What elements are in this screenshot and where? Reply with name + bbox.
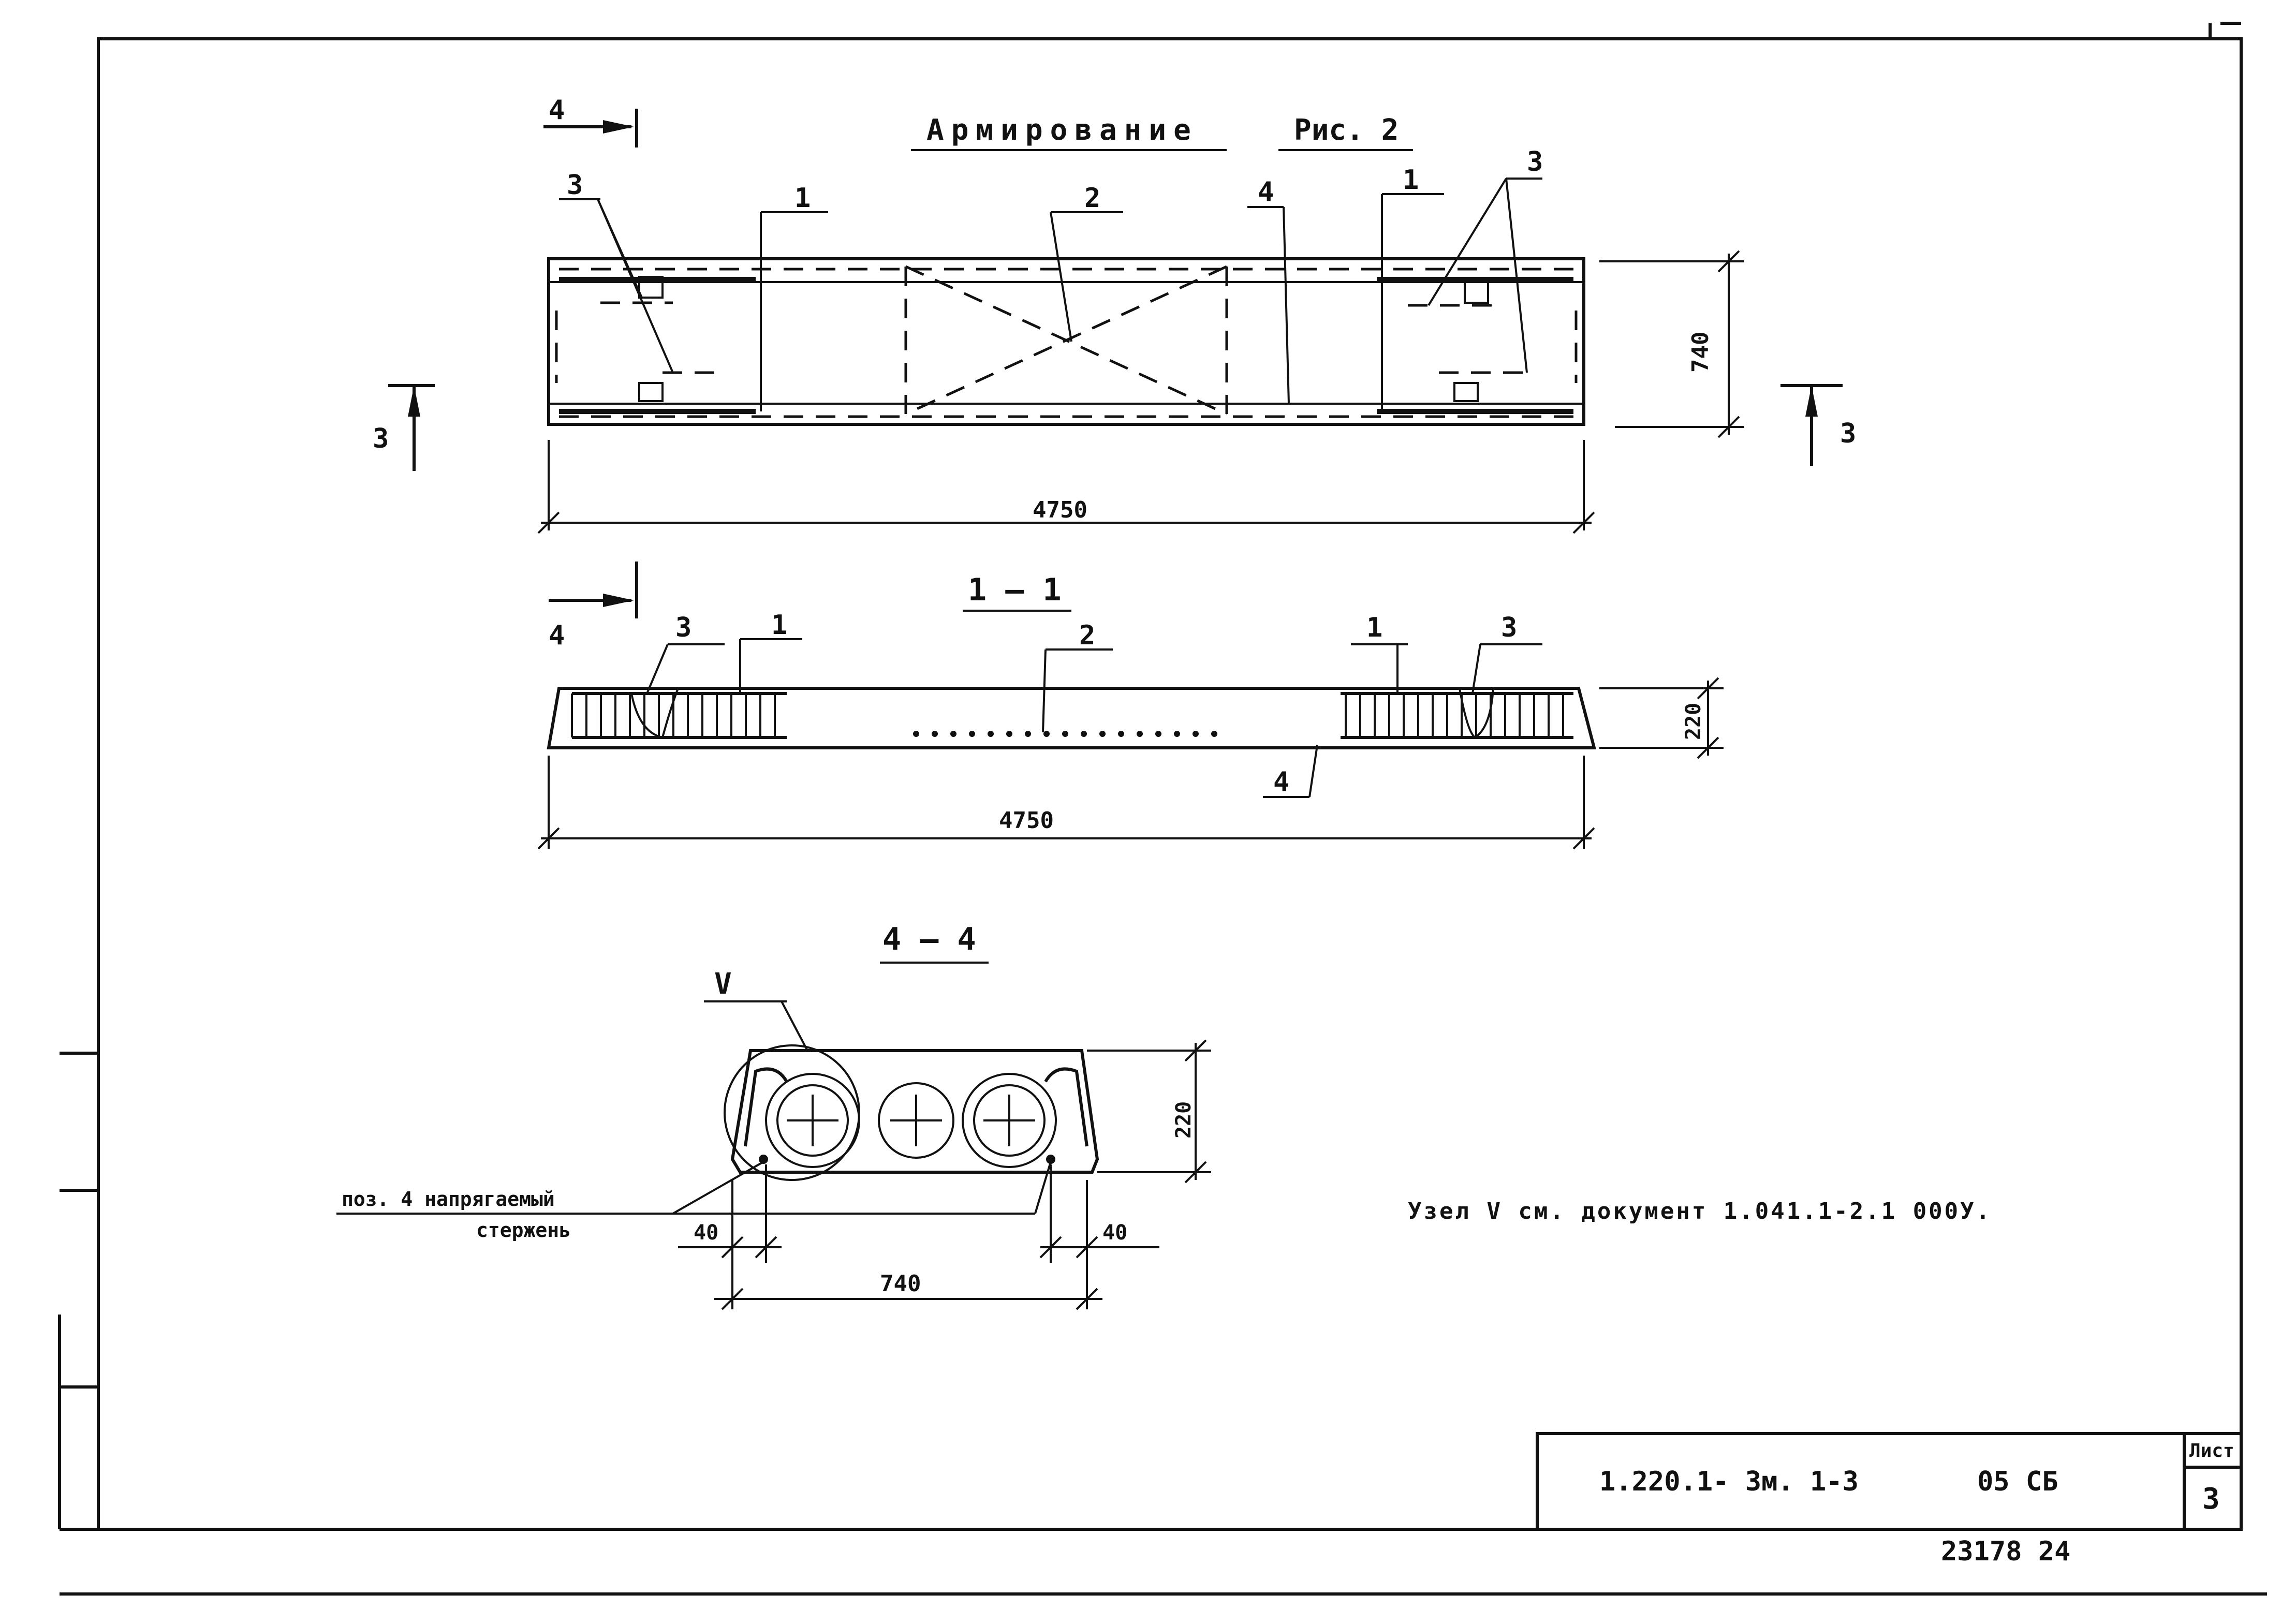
dim-section-length: 4750	[999, 807, 1054, 834]
node-label: V	[714, 967, 732, 1001]
rebar-dot	[1081, 731, 1087, 737]
rebar-dot	[969, 731, 975, 737]
callout-section-1-left: 1	[771, 610, 787, 641]
rebar-dot	[1043, 731, 1050, 737]
callout-section-2: 2	[1079, 620, 1095, 651]
rebar-dot	[1062, 731, 1068, 737]
dim-plan-width: 740	[1687, 332, 1714, 373]
dim-plan-length: 4750	[1033, 497, 1087, 523]
section-1-1-title: 1 — 1	[968, 572, 1062, 608]
rebar-dot	[1211, 731, 1217, 737]
callout-plan-left-3: 3	[567, 170, 583, 201]
callout-section-4: 4	[1273, 766, 1289, 798]
dim-edge-left: 40	[694, 1221, 718, 1245]
sheet-frame	[58, 22, 2267, 1596]
section-1-1-dimensions: 220 4750	[537, 677, 1724, 850]
section-4-4-callouts: V поз. 4 напрягаемый стержень	[336, 967, 1052, 1242]
rebar-dot	[913, 731, 919, 737]
plan-callouts: 3 1 2 4 1 3	[559, 146, 1543, 414]
cut-4-top-label: 4	[549, 95, 565, 126]
rebar-dot	[1025, 731, 1031, 737]
plan-dimensions: 740 4750	[537, 250, 1744, 534]
dim-cross-width: 740	[880, 1271, 921, 1297]
rebar-dot	[1155, 731, 1161, 737]
document-suffix: 05 СБ	[1977, 1466, 2058, 1497]
inventory-number: 23178 24	[1941, 1536, 2070, 1567]
document-code: 1.220.1- 3м. 1-3	[1599, 1466, 1859, 1497]
rebar-dot	[1137, 731, 1143, 737]
drawing-title: Армирование	[926, 113, 1198, 147]
section-1-1-view	[547, 687, 1596, 749]
sheet-number: 3	[2202, 1482, 2220, 1516]
rebar-dot	[1118, 731, 1124, 737]
cut-markers: 4 3 3 4	[373, 95, 1856, 651]
prestressed-bar-note-line2: стержень	[476, 1219, 571, 1242]
dim-section-height: 220	[1682, 703, 1705, 740]
rebar-dot	[932, 731, 938, 737]
rebar-dot	[988, 731, 994, 737]
rebar-dot	[1174, 731, 1180, 737]
callout-section-3-right: 3	[1501, 612, 1517, 643]
rebar-dot	[950, 731, 956, 737]
callout-plan-4: 4	[1258, 176, 1274, 208]
section-4-4-title: 4 — 4	[882, 921, 976, 957]
section-4-4-view	[724, 1044, 1099, 1181]
sheet-label: Лист	[2189, 1440, 2234, 1461]
title-block: 1.220.1- 3м. 1-3 05 СБ Лист 3 23178 24	[1536, 1432, 2243, 1567]
callout-section-1-right: 1	[1366, 612, 1382, 643]
callout-plan-left-1: 1	[794, 183, 811, 214]
rebar-dot	[1006, 731, 1012, 737]
rebar-dot	[1099, 731, 1106, 737]
figure-label: Рис. 2	[1294, 113, 1399, 147]
callout-section-3-left: 3	[675, 612, 691, 643]
callout-plan-right-1: 1	[1403, 165, 1419, 196]
dim-edge-right: 40	[1102, 1221, 1127, 1245]
cut-3-left-label: 3	[373, 423, 389, 454]
plan-view	[547, 257, 1585, 426]
callout-plan-right-3: 3	[1527, 146, 1543, 178]
callout-plan-2: 2	[1084, 183, 1100, 214]
section-1-1-callouts: 3 1 2 1 3 4	[646, 610, 1542, 798]
node-reference-note: Узел V см. документ 1.041.1-2.1 000У.	[1408, 1198, 1992, 1224]
prestressed-bar-note-line1: поз. 4 напрягаемый	[342, 1188, 555, 1210]
cut-4-bottom-label: 4	[549, 620, 565, 651]
cut-3-right-label: 3	[1840, 418, 1856, 449]
dim-cross-height: 220	[1172, 1101, 1196, 1139]
section-4-4-dimensions: 220 40 40 740	[678, 1039, 1211, 1310]
rebar-dot	[1193, 731, 1199, 737]
